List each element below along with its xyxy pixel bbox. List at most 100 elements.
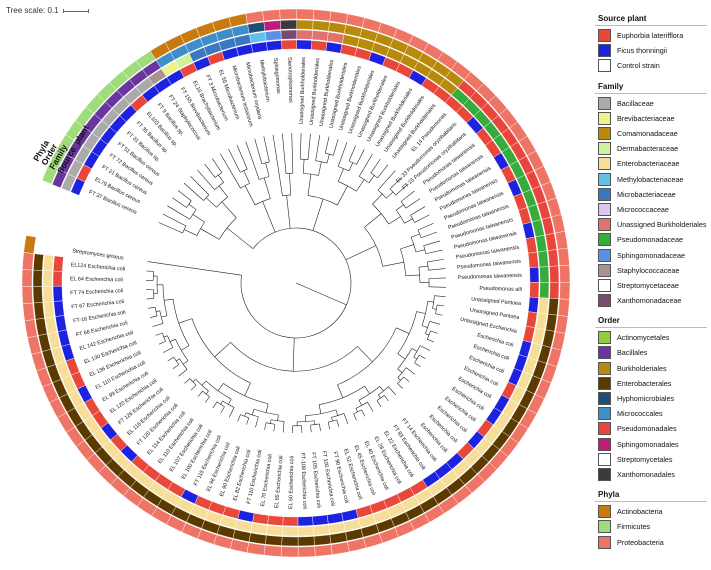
tree-branch — [397, 367, 407, 378]
legend-swatch — [598, 452, 611, 466]
legend-item: Actinomycetales — [595, 330, 707, 345]
legend-item: Sphingomonadaceae — [595, 247, 707, 262]
tree-branch — [353, 413, 357, 421]
ring-cell-ord — [297, 536, 315, 547]
legend-swatch — [598, 361, 611, 375]
tree-branch — [367, 402, 374, 412]
ring-cell-ord — [328, 21, 347, 34]
tree-branch — [364, 227, 383, 267]
legend-label: Microbacteriaceae — [617, 189, 676, 199]
ring-cell-phy — [246, 542, 266, 556]
legend-item: Streptomycetaceae — [595, 278, 707, 293]
tree-branch — [149, 315, 158, 318]
legend-swatch — [598, 44, 611, 58]
tree-branch — [272, 134, 283, 196]
ring-cell-phy — [330, 541, 350, 555]
leaf-label: EL 64 Escherichia coli — [70, 276, 123, 283]
legend-label: Bacillaceae — [617, 98, 654, 108]
tree-branch — [205, 390, 209, 395]
legend-item: Firmicutes — [595, 519, 707, 534]
tree-branch — [432, 308, 437, 310]
tree-branch — [405, 198, 421, 209]
ring-cell-fam — [537, 297, 549, 315]
tree-branch — [158, 222, 183, 234]
ring-cell-src — [252, 512, 269, 525]
ring-cell-ord — [549, 282, 560, 300]
tree-branch — [192, 379, 196, 383]
tree-branch — [418, 265, 428, 268]
ring-cell-ord — [545, 233, 558, 251]
tree-branch — [175, 339, 189, 361]
legend-swatch — [598, 505, 611, 519]
tree-branch — [220, 406, 225, 413]
tree-branch — [343, 413, 349, 424]
tree-branch — [302, 159, 305, 174]
tree-branch — [338, 181, 357, 192]
ring-cell-src — [529, 282, 540, 298]
tree-branch — [376, 400, 382, 407]
tree-branch — [262, 201, 276, 233]
tree-branch — [411, 233, 420, 238]
tree-branch — [425, 249, 443, 255]
tree-branch — [164, 298, 174, 301]
leaf-label: EL 70 Escherichia coli — [260, 454, 274, 507]
ring-cell-phy — [329, 11, 349, 25]
ring-cell-fam — [537, 250, 549, 268]
tree-branch — [419, 345, 431, 351]
tree-branch — [328, 419, 337, 423]
tree-branch — [244, 382, 251, 396]
legend-label: Xanthomonadales — [617, 469, 675, 479]
tree-branch — [190, 176, 210, 196]
tree-branch — [154, 307, 158, 316]
ring-cell-phy — [297, 546, 316, 558]
ring-cell-src — [312, 514, 329, 526]
tree-branch — [411, 348, 418, 352]
tree-branch — [286, 195, 291, 229]
legend-item: Comamonadaceae — [595, 126, 707, 141]
tree-branch — [263, 136, 270, 163]
legend-item: Microbacteriaceae — [595, 187, 707, 202]
ring-cell-src — [55, 315, 67, 332]
legend-label: Sphingomonadales — [617, 439, 679, 449]
legend-swatch — [598, 376, 611, 390]
tree-branch — [177, 190, 192, 202]
tree-branch — [153, 289, 155, 299]
tree-branch — [337, 384, 344, 398]
leaf-label: FT 105 Escherichia coli — [310, 452, 322, 508]
tree-branch — [282, 133, 287, 174]
tree-branch — [421, 231, 438, 239]
legend-label: Comamonadaceae — [617, 129, 678, 139]
tree-branch — [282, 421, 285, 433]
tree-branch — [315, 134, 321, 161]
tree-branch — [377, 164, 389, 179]
tree-branch — [337, 141, 348, 167]
tree-branch — [158, 341, 166, 345]
tree-branch — [388, 386, 397, 396]
legend-label: Actinobacteria — [617, 507, 663, 517]
ring-cell-phy — [559, 264, 571, 283]
leaf-label: Pseudomonas taiwanensis — [458, 273, 523, 281]
legend-item: Xanthomonadales — [595, 467, 707, 482]
tree-branch — [222, 400, 235, 408]
tree-branch — [434, 295, 446, 297]
tree-branch — [356, 149, 365, 165]
tree-branch — [414, 355, 420, 363]
legend-swatch — [598, 278, 611, 292]
legend-item: Unassigned Burkholderiales — [595, 217, 707, 232]
tree-branch — [172, 364, 179, 369]
tree-branch — [429, 321, 441, 325]
legend-item: Bacillaceae — [595, 96, 707, 111]
ring-cell-phy — [314, 544, 333, 557]
legend-label: Firmicutes — [617, 522, 651, 532]
tree-scale-label: Tree scale: 0.1 — [6, 6, 59, 15]
tree-branch — [173, 356, 180, 365]
ring-cell-phy — [313, 9, 332, 22]
ring-cell-ord — [281, 536, 299, 547]
tree-branch — [271, 419, 285, 422]
legend-swatch — [598, 157, 611, 171]
ring-cell-src — [237, 509, 255, 523]
tree-branch — [201, 380, 207, 386]
legend-item: Dermabacteraceae — [595, 141, 707, 156]
